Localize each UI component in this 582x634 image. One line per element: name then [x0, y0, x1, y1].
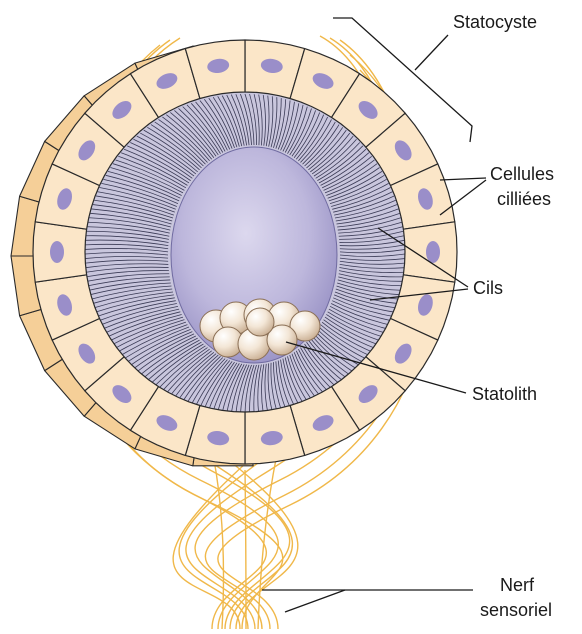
statolith-grain	[246, 308, 274, 336]
label-ciliated-cells-1: Cellules	[490, 164, 554, 184]
nerve-leader-2	[285, 590, 345, 612]
label-statocyst: Statocyste	[453, 12, 537, 32]
label-statolith: Statolith	[472, 384, 537, 404]
cell-nucleus	[50, 241, 64, 263]
label-nerve-1: Nerf	[500, 575, 535, 595]
label-cilia: Cils	[473, 278, 503, 298]
cell-nucleus	[426, 241, 440, 263]
nerve-fibre	[258, 440, 280, 629]
label-nerve-2: sensoriel	[480, 600, 552, 620]
cells-leader-1	[440, 178, 486, 180]
label-ciliated-cells-2: cilliées	[497, 189, 551, 209]
statocyst-leader	[415, 35, 448, 70]
